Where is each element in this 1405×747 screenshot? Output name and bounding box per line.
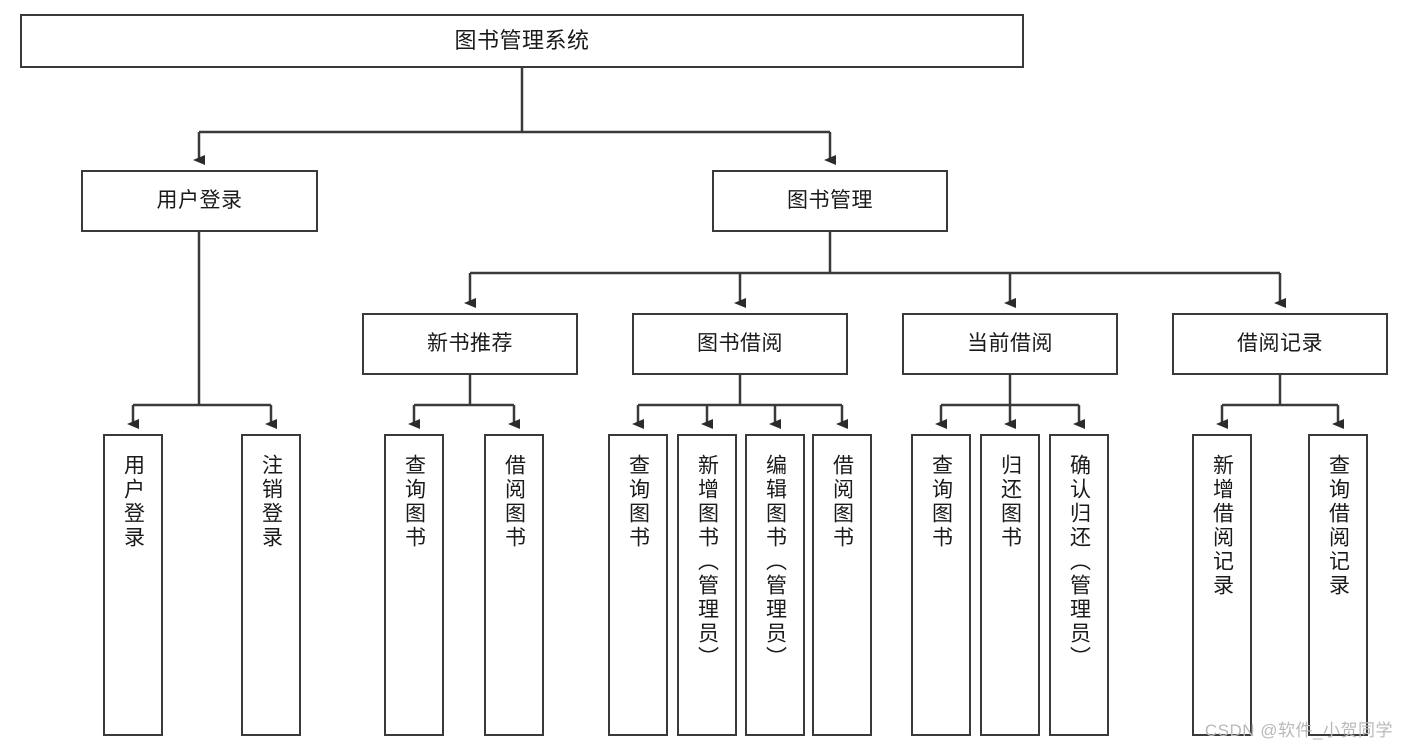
node-borrow-record[interactable]: 借阅记录 <box>1172 313 1388 375</box>
leaf-borrow-edit-book[interactable]: 编辑图书（管理员） <box>745 434 805 736</box>
leaf-record-query-record[interactable]: 查询借阅记录 <box>1308 434 1368 736</box>
leaf-user-login-logout[interactable]: 注销登录 <box>241 434 301 736</box>
node-label: 图书管理系统 <box>454 28 590 54</box>
node-user-login[interactable]: 用户登录 <box>81 170 318 232</box>
node-new-book-recommend[interactable]: 新书推荐 <box>362 313 578 375</box>
node-label: 图书借阅 <box>697 331 783 355</box>
node-label: 借阅记录 <box>1237 331 1323 355</box>
leaf-borrow-add-book[interactable]: 新增图书（管理员） <box>677 434 737 736</box>
node-label: 借阅图书 <box>830 454 854 550</box>
node-label: 查询图书 <box>626 454 650 550</box>
node-label: 借阅图书 <box>502 454 526 550</box>
node-label: 查询图书 <box>929 454 953 550</box>
node-label: 新增借阅记录 <box>1210 454 1234 598</box>
leaf-recommend-query-book[interactable]: 查询图书 <box>384 434 444 736</box>
node-root-system[interactable]: 图书管理系统 <box>20 14 1024 68</box>
leaf-current-confirm-return[interactable]: 确认归还（管理员） <box>1049 434 1109 736</box>
leaf-recommend-borrow-book[interactable]: 借阅图书 <box>484 434 544 736</box>
node-label: 当前借阅 <box>967 331 1053 355</box>
node-label: 确认归还（管理员） <box>1067 454 1091 670</box>
leaf-borrow-borrow-book[interactable]: 借阅图书 <box>812 434 872 736</box>
node-book-management[interactable]: 图书管理 <box>712 170 948 232</box>
node-label: 归还图书 <box>998 454 1022 550</box>
leaf-current-query-book[interactable]: 查询图书 <box>911 434 971 736</box>
node-label: 查询借阅记录 <box>1326 454 1350 598</box>
leaf-user-login-login[interactable]: 用户登录 <box>103 434 163 736</box>
node-label: 新书推荐 <box>427 331 513 355</box>
node-label: 新增图书（管理员） <box>695 454 719 670</box>
node-label: 查询图书 <box>402 454 426 550</box>
leaf-borrow-query-book[interactable]: 查询图书 <box>608 434 668 736</box>
node-label: 用户登录 <box>121 454 145 550</box>
node-label: 注销登录 <box>259 454 283 550</box>
node-label: 图书管理 <box>787 188 873 212</box>
node-label: 用户登录 <box>156 188 243 212</box>
node-current-borrow[interactable]: 当前借阅 <box>902 313 1118 375</box>
watermark: CSDN @软件_小贺同学 <box>1204 721 1393 740</box>
leaf-record-add-record[interactable]: 新增借阅记录 <box>1192 434 1252 736</box>
node-book-borrow[interactable]: 图书借阅 <box>632 313 848 375</box>
node-label: 编辑图书（管理员） <box>763 454 787 670</box>
leaf-current-return-book[interactable]: 归还图书 <box>980 434 1040 736</box>
